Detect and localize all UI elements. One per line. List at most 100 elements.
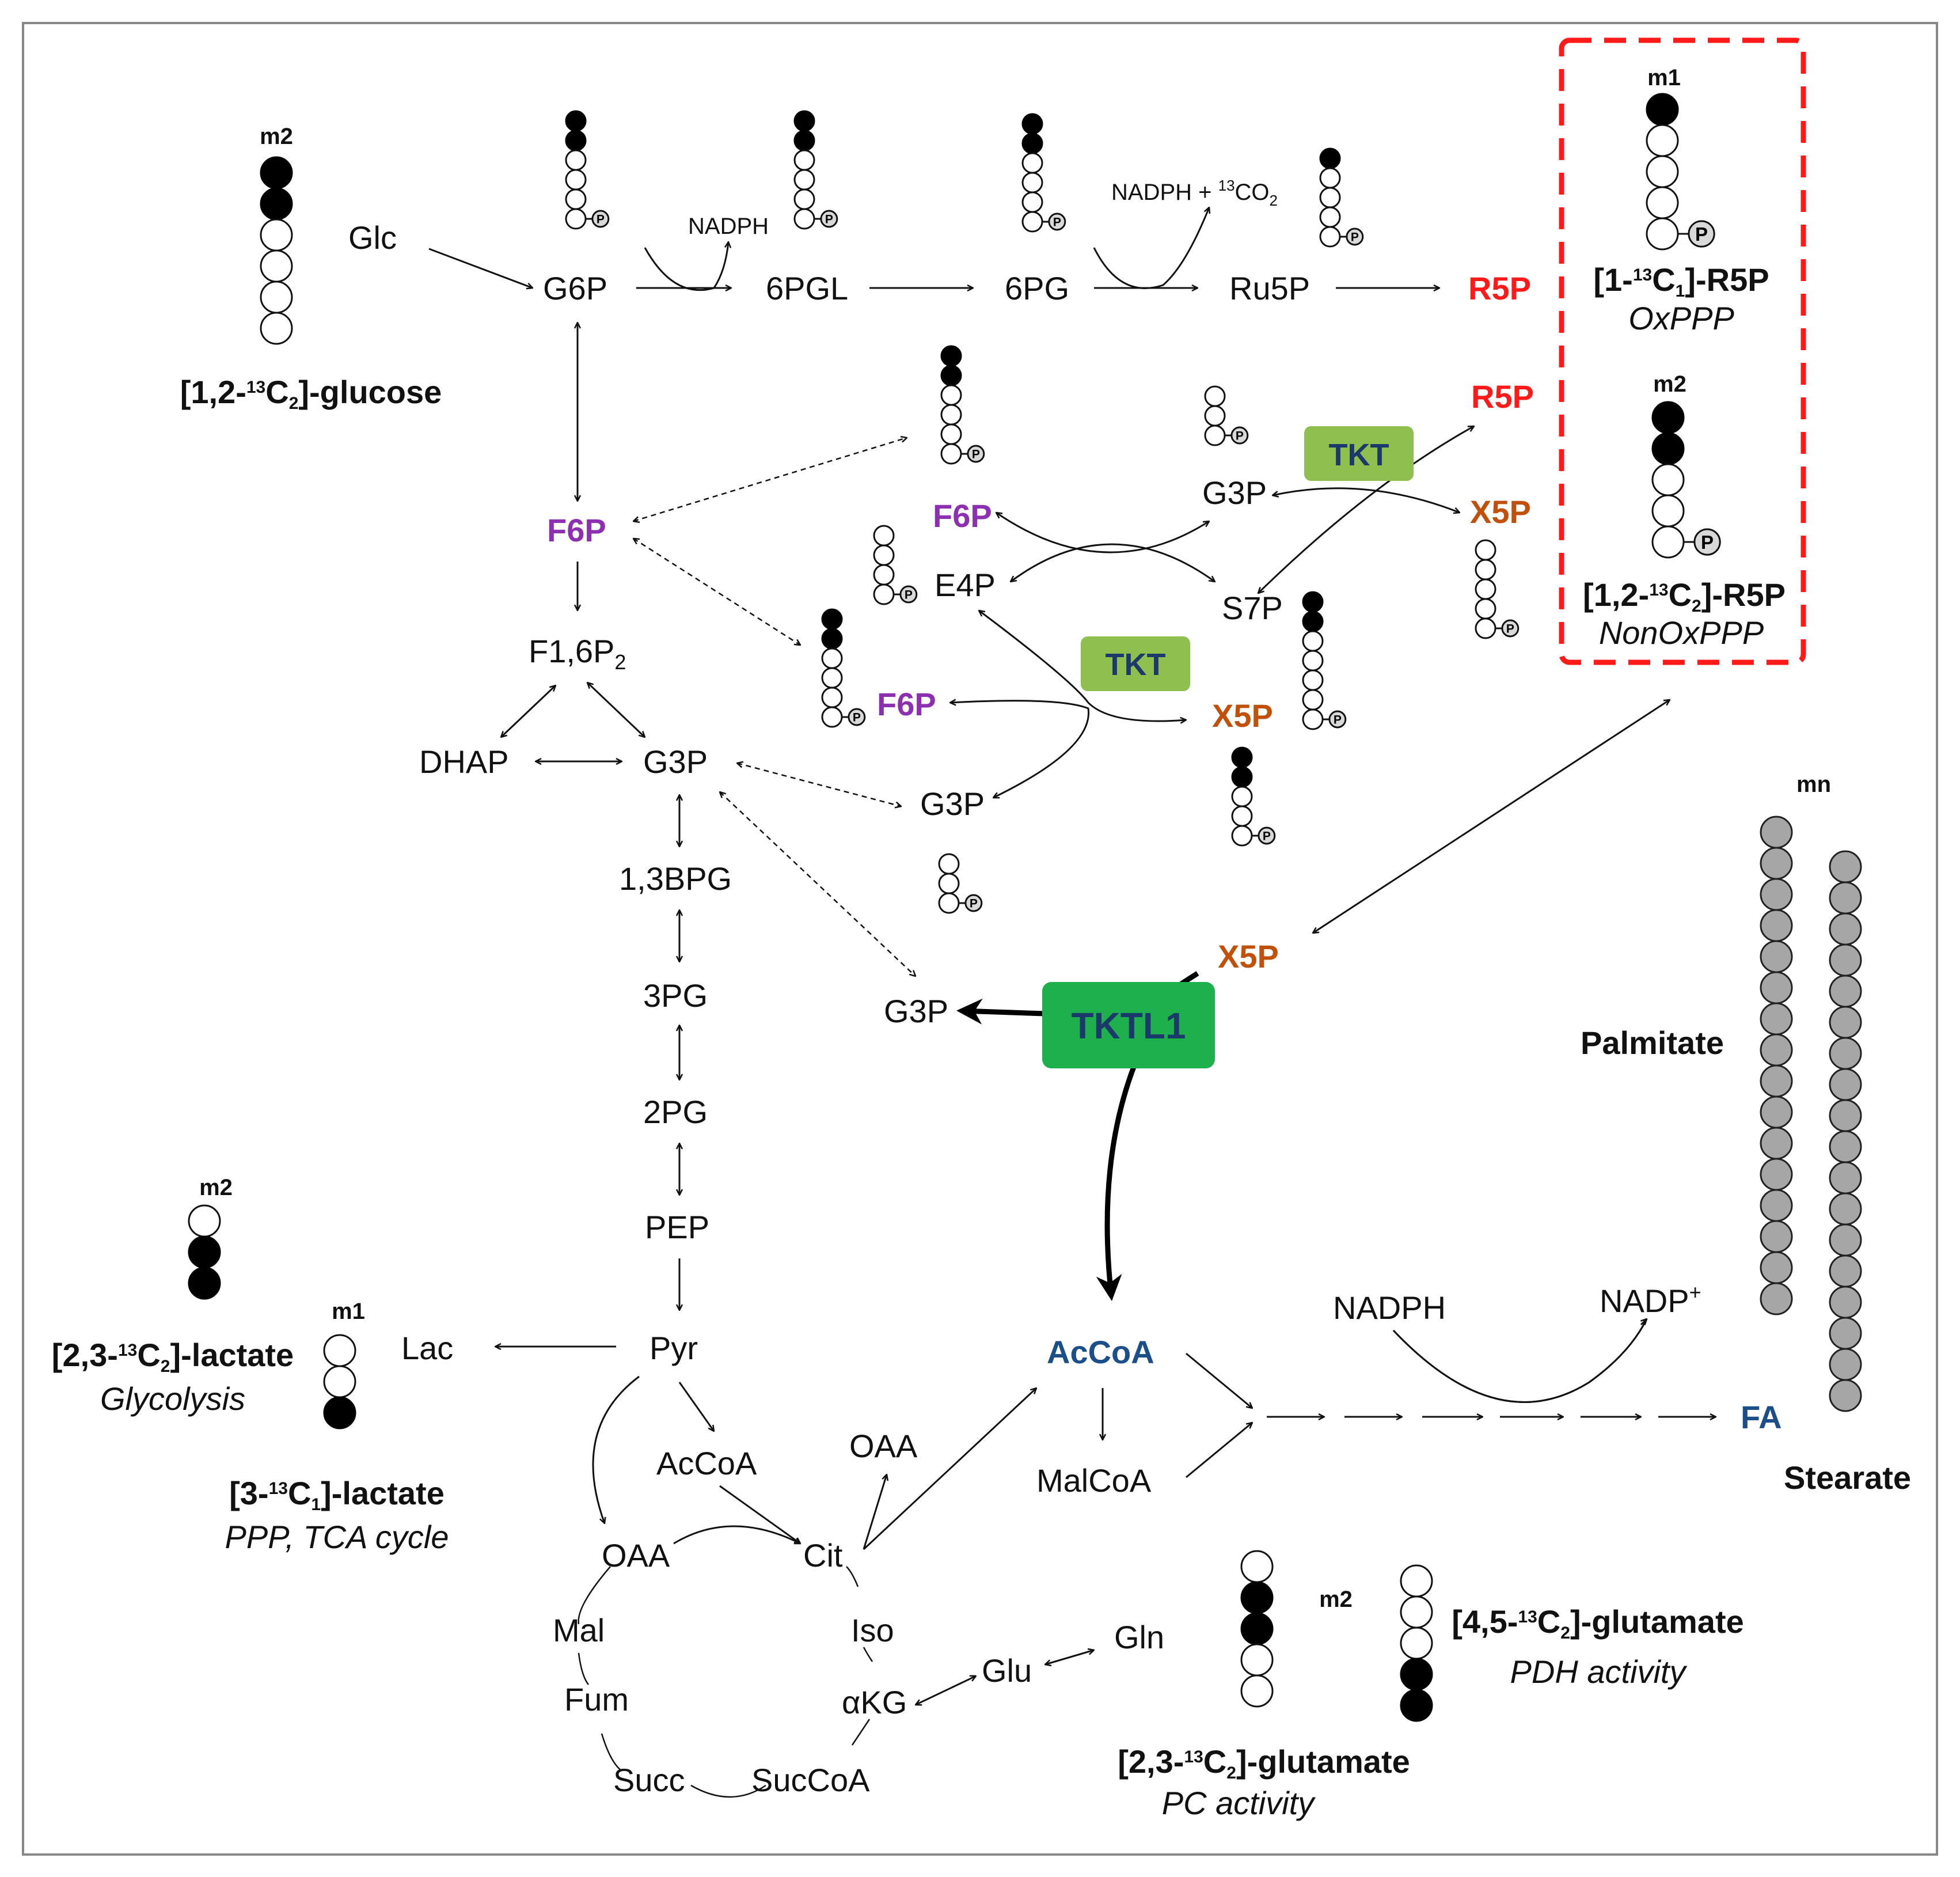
phosphate-icon — [1048, 213, 1066, 231]
carbon-atom — [1829, 1286, 1862, 1319]
carbon-atom — [1760, 909, 1793, 942]
carbon-atom — [1760, 1127, 1793, 1160]
label-s7p: S7P — [1222, 590, 1283, 626]
label-g3p-main: G3P — [643, 744, 708, 780]
carbon-atom — [940, 384, 962, 406]
label-ru5p: Ru5P — [1229, 270, 1310, 306]
label-fa: FA — [1741, 1399, 1782, 1435]
phosphate-symbol: P — [1334, 714, 1342, 727]
carbon-atom — [793, 188, 815, 210]
carbon-atom — [938, 892, 960, 914]
label-lac: Lac — [401, 1330, 453, 1366]
carbon-atom — [1400, 1626, 1433, 1660]
phosphate-symbol: P — [1236, 430, 1244, 443]
carbon-atom — [260, 187, 293, 221]
tkt-box-upper — [1304, 426, 1414, 481]
carbon-atom — [1319, 147, 1341, 169]
label-dhap: DHAP — [419, 744, 509, 780]
r5p-ox-note: OxPPP — [1628, 300, 1734, 336]
label-gln: Gln — [1114, 1619, 1164, 1655]
phosphate-symbol: P — [1351, 231, 1359, 244]
carbon-atom — [793, 169, 815, 191]
phosphate-symbol: P — [1506, 623, 1514, 636]
carbon-atom — [1760, 1002, 1793, 1036]
carbon-atom — [873, 525, 895, 547]
label-mn: mn — [1796, 772, 1831, 797]
label-cit: Cit — [803, 1537, 843, 1573]
carbon-atom — [1475, 539, 1496, 561]
carbon-atom — [1475, 559, 1496, 581]
carbon-atom — [1760, 1251, 1793, 1284]
carbon-atom — [1319, 206, 1341, 228]
chain-s7p: P — [1302, 591, 1347, 730]
carbon-atom — [1760, 1064, 1793, 1098]
label-oaa-out: OAA — [849, 1428, 918, 1464]
carbon-atom — [1651, 525, 1685, 559]
metabolite-labels: Glc G6P 6PGL 6PG Ru5P R5P NADPH NADPH + … — [348, 177, 1911, 1798]
label-accoa-mid: AcCoA — [656, 1445, 757, 1481]
label-x5p-right: X5P — [1470, 494, 1531, 530]
carbon-atom — [1829, 974, 1862, 1008]
carbon-atom — [1240, 1674, 1274, 1708]
chain-lactate-3 — [323, 1334, 356, 1429]
carbon-atom — [1319, 187, 1341, 208]
chain-glucose — [260, 156, 293, 345]
carbon-atom — [1302, 689, 1324, 711]
chain-x5p-low: P — [1231, 746, 1276, 847]
isotopologue-labels: m2 [1,2-13C2]-glucose m1 [1-13C1]-R5P Ox… — [52, 65, 1786, 1821]
carbon-atom — [1240, 1550, 1274, 1583]
label-nadph-1: NADPH — [688, 214, 769, 239]
carbon-atom — [1231, 825, 1253, 847]
carbon-atom — [1021, 132, 1043, 154]
label-succ: Succ — [613, 1762, 685, 1798]
carbon-atom — [1829, 1006, 1862, 1039]
lactate-3-note: PPP, TCA cycle — [225, 1519, 449, 1555]
glutamate-23-note: PC activity — [1162, 1785, 1316, 1821]
label-g6p: G6P — [543, 270, 607, 306]
enzyme-boxes: TKT TKT TKTL1 — [1042, 426, 1414, 1068]
carbon-atom — [1021, 191, 1043, 213]
label-x5p-low: X5P — [1212, 697, 1273, 734]
phosphate-symbol: P — [972, 448, 980, 461]
carbon-atom — [873, 564, 895, 586]
r5p-ox-mass: m1 — [1647, 65, 1681, 90]
carbon-atom — [1302, 611, 1324, 632]
chain-f6p-low: P — [821, 608, 866, 728]
carbon-atom — [1400, 1595, 1433, 1629]
tktl1-box — [1042, 982, 1215, 1068]
label-r5p-mid: R5P — [1471, 378, 1534, 415]
tkt-label-upper: TKT — [1329, 438, 1389, 472]
phosphate-symbol: P — [1053, 216, 1061, 229]
carbon-atom — [821, 687, 843, 708]
label-nadp: NADP+ — [1600, 1280, 1701, 1319]
carbon-atom — [1829, 1379, 1862, 1412]
carbon-atom — [1760, 940, 1793, 973]
phosphate-icon — [1346, 227, 1364, 246]
carbon-atom — [1302, 669, 1324, 691]
carbon-atom — [1646, 93, 1679, 126]
carbon-atom — [1829, 1099, 1862, 1132]
glutamate-45-note: PDH activity — [1510, 1654, 1688, 1690]
carbon-atom — [1760, 1282, 1793, 1315]
carbon-atom — [565, 110, 587, 132]
phosphate-icon — [1258, 826, 1276, 845]
carbon-atom — [1475, 578, 1496, 600]
carbon-atom — [1829, 1192, 1862, 1226]
label-palmitate: Palmitate — [1581, 1025, 1724, 1061]
tkt-box-lower — [1081, 636, 1190, 691]
chain-g3p-low: P — [938, 853, 983, 914]
chain-stearate — [1829, 850, 1862, 1412]
carbon-atom — [1475, 617, 1496, 639]
carbon-atom — [1760, 816, 1793, 849]
carbon-atom — [565, 169, 587, 191]
carbon-atom — [821, 667, 843, 689]
carbon-atom — [1829, 850, 1862, 883]
carbon-atom — [1829, 1130, 1862, 1163]
lactate-23-mass: m2 — [199, 1175, 233, 1200]
carbon-atom — [1651, 494, 1685, 528]
glutamate-23-mass: m2 — [1319, 1587, 1353, 1612]
phosphate-icon — [1688, 220, 1715, 248]
lactate-23-note: Glycolysis — [100, 1381, 245, 1417]
